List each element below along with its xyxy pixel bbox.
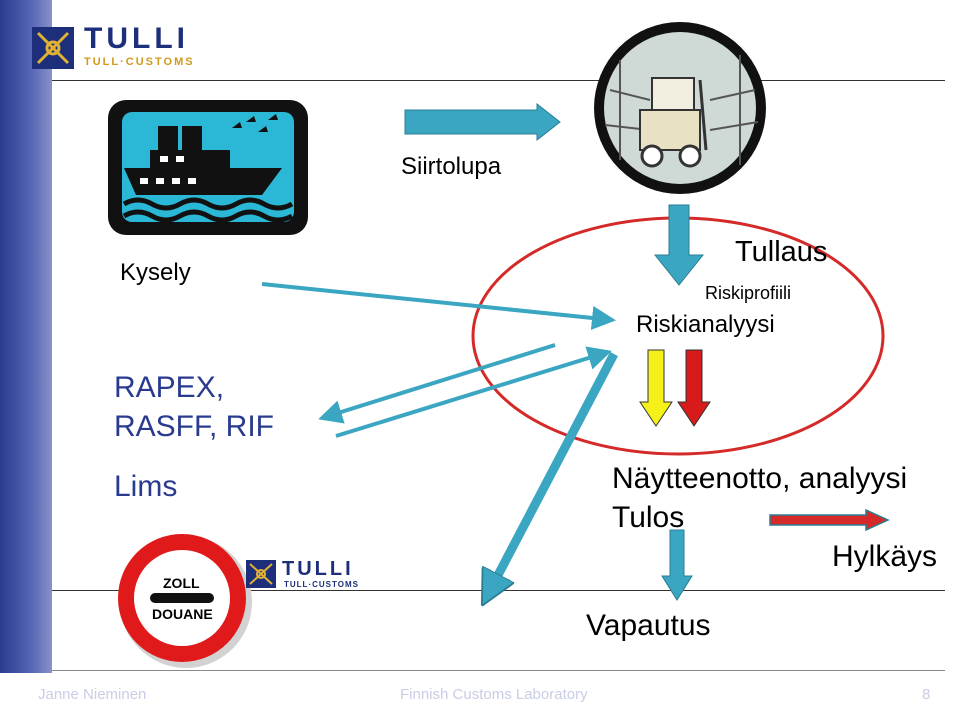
logo-main-text-small: TULLI <box>282 558 354 580</box>
rapex-in-arrow <box>335 346 612 438</box>
ship-icon <box>108 100 308 235</box>
footer-divider <box>52 670 945 671</box>
yellow-down-arrow <box>639 349 673 427</box>
label-lims: Lims <box>114 470 178 503</box>
sign-text-douane: DOUANE <box>152 606 213 622</box>
sign-text-zoll: ZOLL <box>163 575 200 591</box>
label-naytteenotto: Näytteenotto, analyysi <box>612 462 908 495</box>
label-tullaus: Tullaus <box>735 236 828 268</box>
label-siirtolupa: Siirtolupa <box>401 153 502 180</box>
forklift-icon <box>594 22 766 194</box>
footer-page-number: 8 <box>922 686 931 703</box>
label-rapex: RAPEX, <box>114 371 225 404</box>
rejection-arrow <box>769 508 890 532</box>
label-hylkays: Hylkäys <box>832 540 938 573</box>
header-divider <box>52 80 945 81</box>
release-down-arrow <box>661 529 693 601</box>
diagonal-release-arrow <box>486 351 618 598</box>
siirtolupa-arrow <box>404 102 561 142</box>
label-riskianalyysi: Riskianalyysi <box>636 311 775 338</box>
label-kysely: Kysely <box>120 259 191 286</box>
label-rasff-rif: RASFF, RIF <box>114 410 275 443</box>
tullaus-down-arrow <box>653 204 705 286</box>
red-down-arrow <box>677 349 711 427</box>
customs-sign-icon <box>118 534 252 668</box>
rapex-out-arrow <box>318 343 556 424</box>
logo-sub-text: TULL·CUSTOMS <box>84 56 195 68</box>
logo-sub-text-small: TULL·CUSTOMS <box>284 580 359 589</box>
customs-emblem-icon <box>246 560 276 588</box>
sidebar-band <box>0 0 52 673</box>
label-tulos: Tulos <box>612 501 685 534</box>
footer-org: Finnish Customs Laboratory <box>400 686 588 703</box>
label-riskiprofiili: Riskiprofiili <box>705 283 792 303</box>
footer-author: Janne Nieminen <box>38 686 147 703</box>
kysely-arrow <box>261 282 616 330</box>
label-vapautus: Vapautus <box>586 609 711 642</box>
logo-main-text: TULLI <box>84 22 189 55</box>
